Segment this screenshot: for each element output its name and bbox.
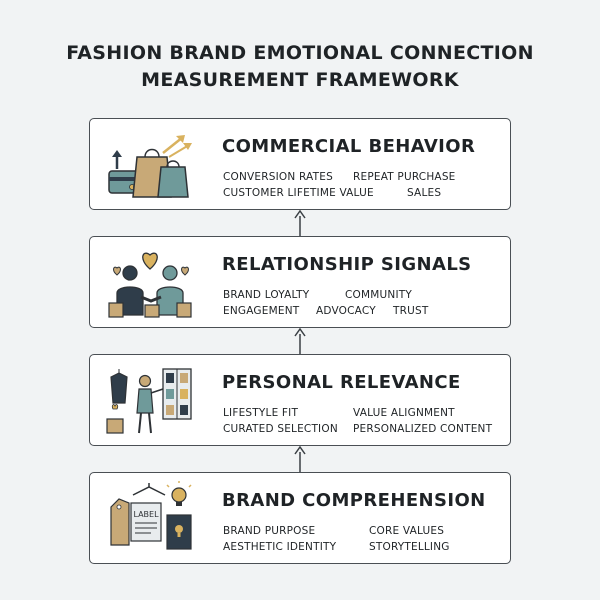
shopper-browsing-wardrobe-icon [106, 368, 192, 434]
term-engagement: ENGAGEMENT [223, 305, 300, 317]
layer-heading: PERSONAL RELEVANCE [222, 372, 461, 393]
handshake-hearts-icon [108, 252, 192, 318]
term-lifestyle-fit: LIFESTYLE FIT [223, 407, 299, 419]
layer-heading: RELATIONSHIP SIGNALS [222, 254, 472, 275]
arrow-up-icon [294, 328, 306, 354]
term-brand-loyalty: BRAND LOYALTY [223, 289, 310, 301]
term-trust: TRUST [393, 305, 429, 317]
arrow-up-icon [294, 446, 306, 472]
layer-personal-relevance: PERSONAL RELEVANCE LIFESTYLE FIT VALUE A… [89, 354, 511, 446]
shopping-bags-credit-card-growth-arrows-icon [108, 135, 192, 198]
term-customer-lifetime-value: CUSTOMER LIFETIME VALUE [223, 187, 374, 199]
term-personalized-content: PERSONALIZED CONTENT [353, 423, 493, 435]
layer-brand-comprehension: LABEL BRAND COMPREHENSION BRAND PURPOSE … [89, 472, 511, 564]
diagram-title: FASHION BRAND EMOTIONAL CONNECTION MEASU… [0, 40, 600, 94]
term-storytelling: STORYTELLING [369, 541, 450, 553]
layer-heading: BRAND COMPREHENSION [222, 490, 486, 511]
label-tag-lightbulb-book-icon: LABEL [110, 481, 192, 550]
layer-commercial-behavior: COMMERCIAL BEHAVIOR CONVERSION RATES REP… [89, 118, 511, 210]
title-line-1: FASHION BRAND EMOTIONAL CONNECTION [66, 42, 534, 64]
term-curated-selection: CURATED SELECTION [223, 423, 338, 435]
arrow-up-icon [294, 210, 306, 236]
term-aesthetic-identity: AESTHETIC IDENTITY [223, 541, 337, 553]
term-sales: SALES [407, 187, 442, 199]
term-conversion-rates: CONVERSION RATES [223, 171, 333, 183]
term-value-alignment: VALUE ALIGNMENT [353, 407, 455, 419]
layer-relationship-signals: RELATIONSHIP SIGNALS BRAND LOYALTY COMMU… [89, 236, 511, 328]
layer-heading: COMMERCIAL BEHAVIOR [222, 136, 476, 157]
term-core-values: CORE VALUES [369, 525, 445, 537]
tag-label-text: LABEL [133, 510, 159, 519]
term-brand-purpose: BRAND PURPOSE [223, 525, 316, 537]
title-line-2: MEASUREMENT FRAMEWORK [141, 69, 459, 91]
term-repeat-purchase: REPEAT PURCHASE [353, 171, 456, 183]
term-advocacy: ADVOCACY [316, 305, 376, 317]
term-community: COMMUNITY [345, 289, 412, 301]
